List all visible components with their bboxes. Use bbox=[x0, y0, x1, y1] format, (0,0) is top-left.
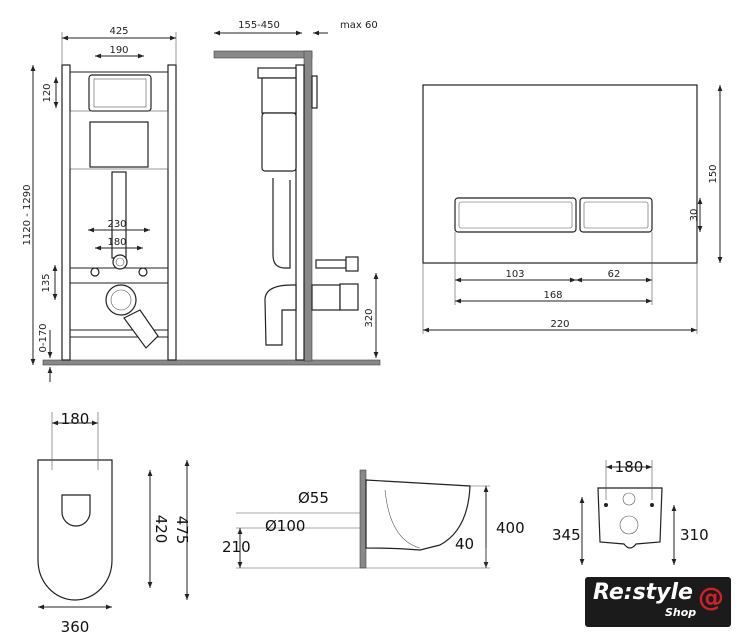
dim-plate-width: 190 bbox=[109, 45, 128, 56]
dim-62: 62 bbox=[608, 269, 621, 280]
bowl-rear-view: 180 345 310 bbox=[552, 458, 709, 565]
logo-cart-icon: @ bbox=[698, 583, 724, 613]
logo-text: Re:style bbox=[593, 580, 693, 605]
dim-180: 180 bbox=[107, 237, 126, 248]
dim-40: 40 bbox=[455, 535, 474, 553]
dim-475: 475 bbox=[173, 516, 191, 545]
dim-max-wall: max 60 bbox=[340, 20, 378, 31]
dim-outlet-diameter: Ø100 bbox=[265, 517, 305, 535]
dim-345: 345 bbox=[552, 526, 581, 544]
dim-230: 230 bbox=[107, 219, 126, 230]
restyle-shop-logo: Re:style @ Shop bbox=[585, 577, 731, 627]
outlet-pipe bbox=[105, 284, 137, 316]
dim-wall-depth: 155-450 bbox=[238, 20, 280, 31]
dim-103: 103 bbox=[505, 269, 524, 280]
bowl-top-view: 180 420 475 360 bbox=[37, 410, 191, 636]
dim-210: 210 bbox=[222, 538, 251, 556]
flush-plate bbox=[422, 84, 698, 264]
dim-plate-height: 150 bbox=[708, 164, 719, 183]
cistern-side bbox=[261, 112, 297, 172]
dim-400: 400 bbox=[496, 519, 525, 537]
dim-height: 1120 - 1290 bbox=[22, 185, 33, 246]
dim-hole-spacing: 180 bbox=[61, 410, 90, 428]
floor bbox=[42, 359, 381, 366]
dim-360: 360 bbox=[61, 618, 90, 636]
cistern bbox=[89, 121, 149, 168]
dim-inlet-diameter: Ø55 bbox=[298, 489, 329, 507]
logo-subtext: Shop bbox=[665, 606, 697, 619]
flush-plate-view: 150 30 103 62 168 220 bbox=[422, 84, 723, 334]
dim-button-height: 30 bbox=[689, 209, 700, 222]
bowl-rear bbox=[597, 487, 663, 549]
dim-135: 135 bbox=[41, 273, 52, 292]
bowl-outline bbox=[37, 459, 113, 601]
bowl-side-view: Ø55 Ø100 210 400 40 bbox=[222, 469, 525, 569]
dim-rear-180: 180 bbox=[615, 458, 644, 476]
dim-floor-adjust: 0-170 bbox=[38, 323, 49, 352]
flush-button-large bbox=[454, 197, 577, 233]
flush-mechanism bbox=[88, 74, 152, 112]
flush-button-small bbox=[579, 197, 653, 233]
dim-310: 310 bbox=[680, 526, 709, 544]
dim-width: 425 bbox=[109, 26, 128, 37]
frame-side-view: 155-450 max 60 320 bbox=[213, 20, 379, 362]
dim-420: 420 bbox=[152, 515, 170, 544]
bowl-side bbox=[365, 479, 471, 551]
wall bbox=[303, 50, 313, 362]
dim-outlet-height: 320 bbox=[364, 308, 375, 327]
dim-168: 168 bbox=[543, 290, 562, 301]
frame-front-view: 425 190 1120 - 1290 120 230 180 135 0-17… bbox=[22, 26, 381, 382]
dim-plate-height: 120 bbox=[42, 83, 53, 102]
dim-220: 220 bbox=[550, 319, 569, 330]
